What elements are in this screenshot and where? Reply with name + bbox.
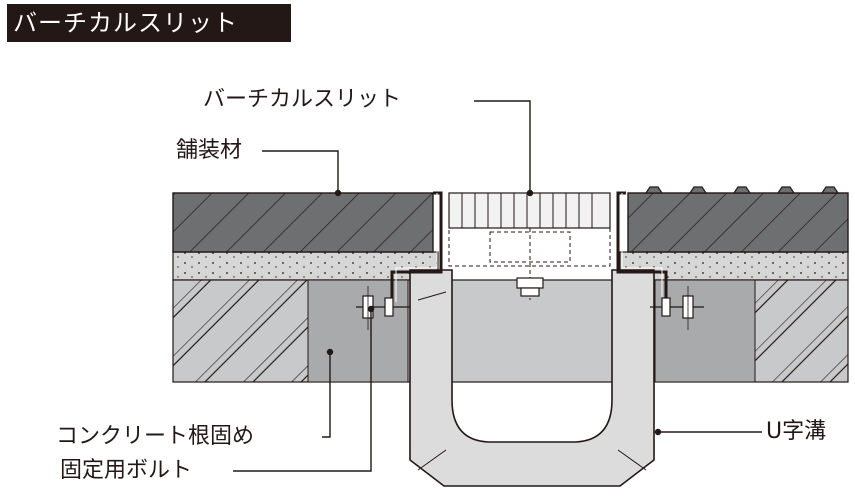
label-pavement: 舗装材 <box>176 138 243 163</box>
title-banner <box>7 4 291 42</box>
fixing-bolt-right <box>650 286 704 330</box>
page-title: バーチカルスリット <box>13 9 238 37</box>
leader-lines <box>233 100 762 472</box>
u-gutter-body <box>409 269 655 487</box>
slit-grating <box>448 192 611 300</box>
label-fixing-bolt: 固定用ボルト <box>60 458 193 483</box>
fixing-bolt-left <box>356 286 410 330</box>
slit-frame <box>390 191 668 302</box>
pavement-layer <box>172 186 849 253</box>
base-concrete-layer <box>172 251 849 281</box>
label-concrete-foundation: コンクリート根固め <box>56 424 255 449</box>
foundation-layer <box>172 279 849 383</box>
label-vertical-slit: バーチカルスリット <box>203 87 402 112</box>
label-u-gutter: U字溝 <box>766 419 827 444</box>
